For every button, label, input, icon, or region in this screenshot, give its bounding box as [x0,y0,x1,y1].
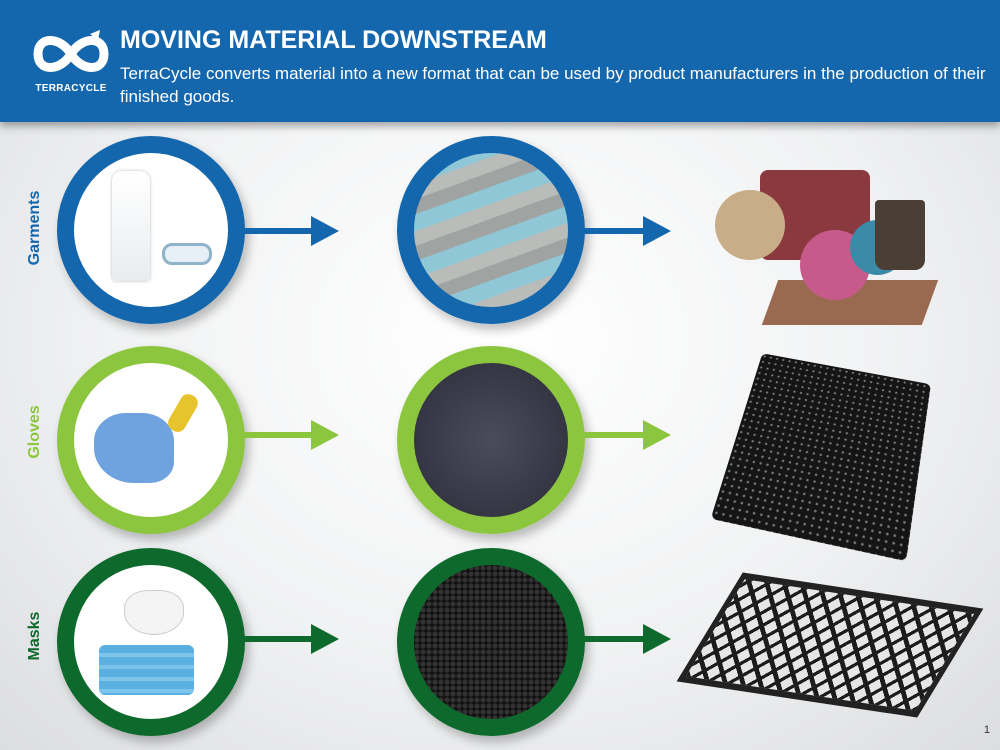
logo-text: TERRACYCLE [30,83,112,94]
page-number: 1 [984,724,990,736]
arrow-right-icon [580,636,645,642]
header-banner: TERRACYCLE MOVING MATERIAL DOWNSTREAM Te… [0,0,1000,122]
garments-material-image [397,136,585,324]
gloves-material-image [397,346,585,534]
arrow-right-icon [243,228,313,234]
garments-input-image [57,136,245,324]
masks-material-image [397,548,585,736]
masks-product-image [677,572,984,717]
row-label-garments: Garments [26,191,44,266]
row-label-masks: Masks [26,612,44,661]
arrow-right-icon [580,228,645,234]
infinity-recycle-icon [30,28,112,80]
terracycle-logo: TERRACYCLE [30,28,112,94]
page-title: MOVING MATERIAL DOWNSTREAM [120,26,547,55]
arrow-right-icon [243,636,313,642]
arrow-right-icon [580,432,645,438]
garments-product-image [710,150,970,330]
arrow-right-icon [243,432,313,438]
page-subtitle: TerraCycle converts material into a new … [120,62,990,108]
gloves-input-image [57,346,245,534]
masks-input-image [57,548,245,736]
gloves-product-image [711,353,931,561]
row-label-gloves: Gloves [26,405,44,458]
